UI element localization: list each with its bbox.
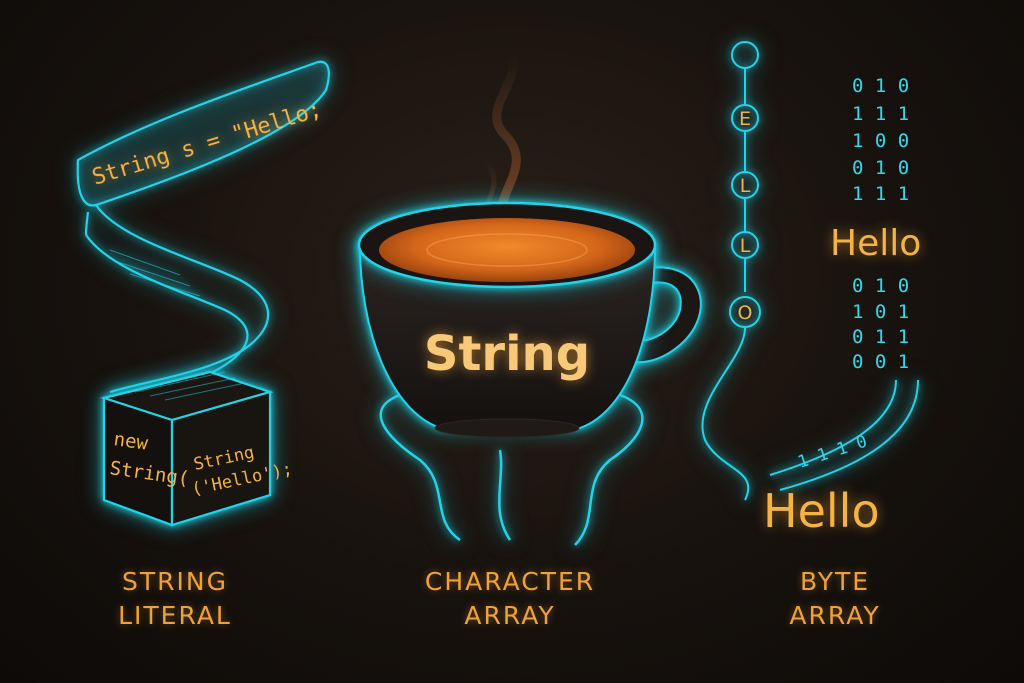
- code-cube: [99, 370, 274, 527]
- cup-wires: [379, 393, 644, 546]
- label-line: ARRAY: [789, 601, 881, 630]
- hello-word-lower: Hello: [763, 484, 880, 538]
- character-array-group: String: [357, 50, 702, 546]
- bit-row: 1 1 1: [852, 103, 909, 125]
- char-node-l2: [731, 231, 759, 259]
- label-byte-array: BYTE ARRAY: [760, 565, 910, 633]
- bit-row: 0 1 0: [852, 275, 909, 297]
- bit-row: 0 0 1: [852, 351, 909, 373]
- cup-base: [434, 418, 580, 438]
- label-line: CHARACTER: [424, 567, 596, 596]
- char-o: O: [738, 302, 753, 324]
- code-ribbon: [76, 60, 330, 402]
- coffee-surface: [379, 218, 635, 282]
- cup-label: String: [424, 326, 590, 382]
- char-node-e: [731, 104, 759, 132]
- bit-row: 1 1 1: [852, 183, 909, 205]
- label-line: BYTE: [799, 567, 871, 596]
- char-e: E: [739, 108, 751, 130]
- bit-row: 0 1 1: [852, 326, 909, 348]
- label-line: STRING: [122, 567, 228, 596]
- label-line: LITERAL: [118, 601, 232, 630]
- bit-row: 0 1 0: [852, 75, 909, 97]
- label-character-array: CHARACTER ARRAY: [400, 565, 620, 633]
- bit-row: 1 0 0: [852, 130, 909, 152]
- bit-stream-curves: [769, 379, 919, 491]
- byte-array-group: E L L O 0 1 0 1 1 1 1 0 0 0 1 0 1 1 1 He…: [701, 41, 921, 538]
- char-l1: L: [740, 175, 751, 197]
- bit-row: 1 0 1: [852, 301, 909, 323]
- char-l2: L: [740, 235, 751, 257]
- string-literal-group: String s = "Hello; new String( String ('…: [76, 60, 330, 527]
- char-node-l1: [731, 171, 759, 199]
- char-chain: [701, 41, 761, 501]
- bit-row: 0 1 0: [852, 157, 909, 179]
- bit-rows-upper: 0 1 0 1 1 1 1 0 0 0 1 0 1 1 1: [852, 75, 909, 205]
- cube-side-face: [170, 390, 272, 527]
- cube-front-line1: new: [112, 428, 150, 455]
- bit-rows-lower: 0 1 0 1 0 1 0 1 1 0 0 1: [852, 275, 909, 373]
- label-line: ARRAY: [464, 601, 556, 630]
- hello-word-upper: Hello: [830, 223, 921, 264]
- cup-body: [358, 244, 657, 429]
- bit-row-diagonal: 1 1 1 0: [795, 432, 869, 473]
- label-string-literal: STRING LITERAL: [100, 565, 250, 633]
- char-node-o: [729, 296, 761, 328]
